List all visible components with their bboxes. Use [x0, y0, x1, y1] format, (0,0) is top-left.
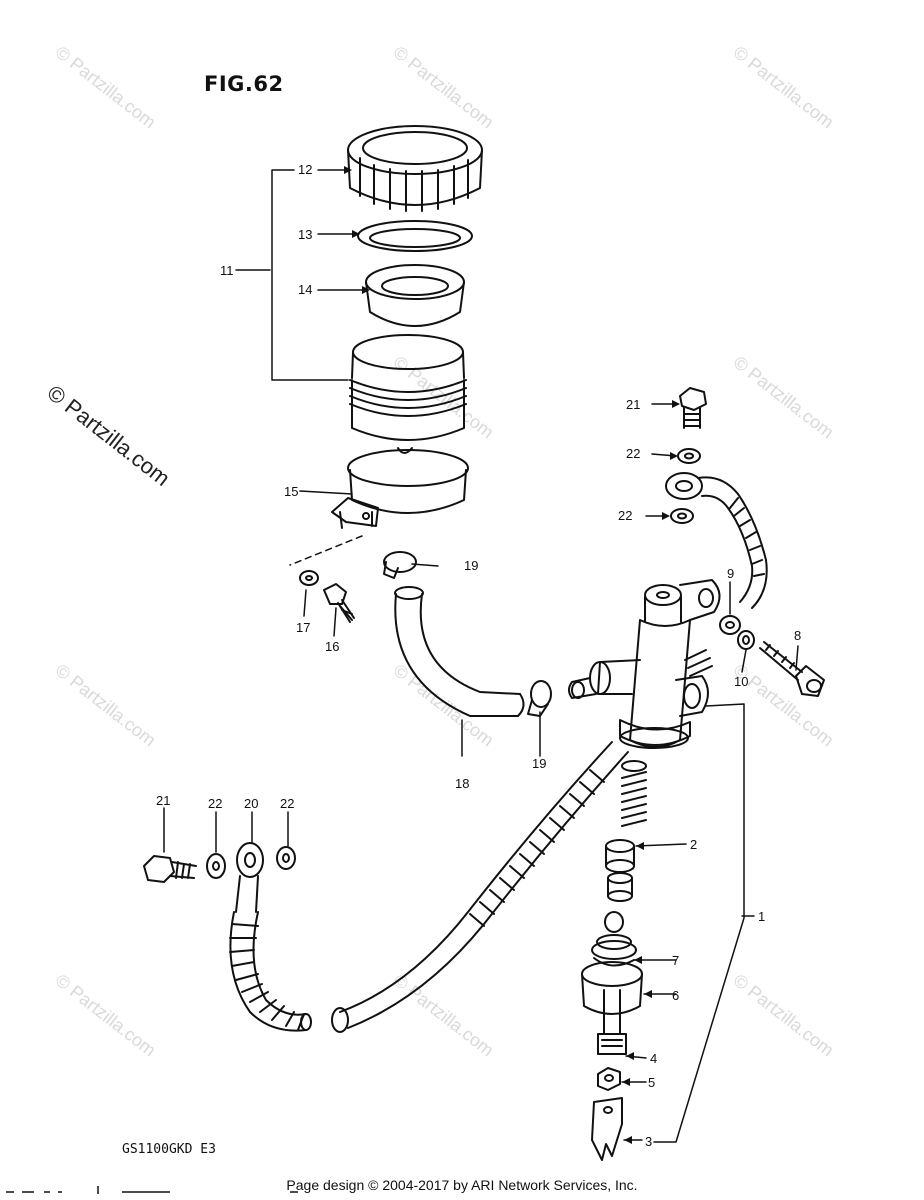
callout-6: 6	[672, 988, 679, 1003]
washer-17	[299, 570, 319, 586]
callout-20: 20	[244, 796, 258, 811]
washer-22-d	[276, 846, 296, 870]
callout-18: 18	[455, 776, 469, 791]
model-code: GS1100GKD E3	[122, 1142, 216, 1157]
callout-21-lower: 21	[156, 793, 170, 808]
callout-2: 2	[690, 837, 697, 852]
callout-9: 9	[727, 566, 734, 581]
washer-22-a	[677, 448, 701, 464]
washer-9	[719, 615, 741, 635]
callout-1: 1	[758, 909, 765, 924]
banjo-fitting-20	[235, 842, 264, 913]
bolt-8	[759, 641, 825, 697]
callout-22-b: 22	[618, 508, 632, 523]
reservoir-cap	[347, 125, 483, 212]
upper-brake-hose	[665, 472, 768, 609]
dashed-guide	[289, 535, 363, 566]
nut-5	[597, 1067, 621, 1091]
master-cylinder	[568, 579, 721, 749]
group-bracket-11	[271, 169, 349, 381]
long-reservoir-hose	[331, 741, 629, 1033]
callout-12: 12	[298, 162, 312, 177]
diaphragm-plate	[357, 220, 473, 252]
clevis-3	[591, 1097, 623, 1161]
figure-title: FIG.62	[204, 72, 284, 96]
push-rod	[597, 1017, 627, 1055]
callout-19-top: 19	[464, 558, 478, 573]
callout-10: 10	[734, 674, 748, 689]
callout-7: 7	[672, 953, 679, 968]
hose-clamp-bottom	[527, 680, 552, 717]
callout-4: 4	[650, 1051, 657, 1066]
push-rod-boot	[581, 911, 643, 1019]
group-bracket-1	[653, 703, 745, 1143]
scan-marks	[6, 1186, 298, 1194]
reservoir-hose	[394, 586, 525, 717]
callout-22-c: 22	[208, 796, 222, 811]
callout-17: 17	[296, 620, 310, 635]
hose-clamp-top	[383, 551, 417, 579]
return-spring	[621, 760, 647, 827]
callout-labels: 1 2 3 4 5 6 7 8 9 10 11 12 13 14 15 16 1…	[156, 162, 801, 1149]
reservoir-body	[349, 334, 467, 454]
lower-brake-hose	[229, 911, 312, 1032]
callout-13: 13	[298, 227, 312, 242]
leader-arrowheads	[344, 166, 680, 1144]
callout-5: 5	[648, 1075, 655, 1090]
washer-22-c	[206, 853, 226, 879]
callout-15: 15	[284, 484, 298, 499]
washer-22-b	[670, 508, 694, 524]
callout-8: 8	[794, 628, 801, 643]
washer-10	[737, 630, 755, 650]
bolt-21-top	[679, 387, 707, 429]
leader-lines	[163, 169, 799, 1141]
bolt-16	[323, 583, 355, 623]
callout-19-bottom: 19	[532, 756, 546, 771]
callout-16: 16	[325, 639, 339, 654]
callout-22-a: 22	[626, 446, 640, 461]
bolt-21-lower	[143, 855, 197, 883]
diaphragm	[365, 264, 465, 327]
piston-assembly	[605, 839, 635, 902]
callout-14: 14	[298, 282, 312, 297]
callout-21-top: 21	[626, 397, 640, 412]
reservoir-clamp	[331, 449, 469, 529]
callout-3: 3	[645, 1134, 652, 1149]
callout-11: 11	[220, 263, 234, 278]
callout-22-d: 22	[280, 796, 294, 811]
footer-copyright: Page design © 2004-2017 by ARI Network S…	[286, 1177, 638, 1193]
